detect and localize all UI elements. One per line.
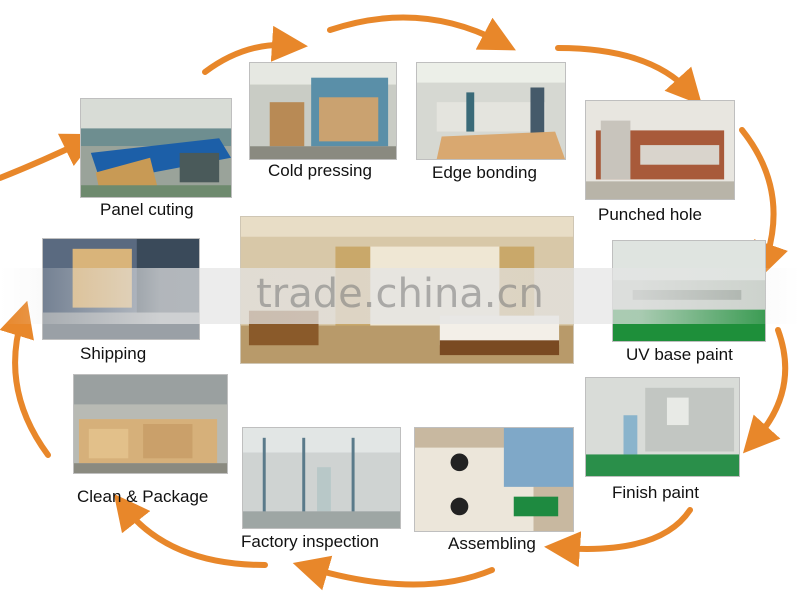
- panel-cutting-photo: [80, 98, 232, 198]
- label-clean-package: Clean & Package: [77, 487, 209, 506]
- label-shipping: Shipping: [80, 344, 147, 363]
- arrow-inspect-to-clean: [113, 493, 268, 568]
- arrow-finish-to-assemble: [544, 507, 693, 568]
- edge-bonding-photo: [416, 62, 566, 160]
- label-uv-base-paint: UV base paint: [626, 345, 733, 364]
- arrow-clean-to-ship: [0, 300, 51, 458]
- arrow-punch-to-uv: [739, 127, 788, 280]
- finish-paint-photo: [585, 377, 740, 477]
- arrow-press-to-edge: [327, 14, 516, 51]
- clean-package-photo: [73, 374, 228, 474]
- label-panel-cutting: Panel cuting: [100, 200, 194, 219]
- assembling-photo: [414, 427, 574, 532]
- label-edge-bonding: Edge bonding: [432, 163, 537, 182]
- label-cold-pressing: Cold pressing: [268, 161, 372, 180]
- watermark-band: [0, 268, 800, 324]
- arrow-edge-to-punch: [555, 45, 703, 106]
- cold-pressing-photo: [249, 62, 397, 160]
- watermark-text: trade.china.cn: [256, 271, 544, 317]
- label-assembling: Assembling: [448, 534, 536, 553]
- arrow-assemble-to-inspect: [292, 555, 495, 591]
- label-factory-inspection: Factory inspection: [241, 532, 379, 551]
- factory-inspection-photo: [242, 427, 401, 529]
- arrow-cut-to-press: [202, 25, 308, 75]
- arrow-uv-to-finish: [742, 327, 789, 454]
- label-finish-paint: Finish paint: [612, 483, 699, 502]
- arrow-start: [0, 133, 99, 181]
- label-punched-hole: Punched hole: [598, 205, 702, 224]
- punched-hole-photo: [585, 100, 735, 200]
